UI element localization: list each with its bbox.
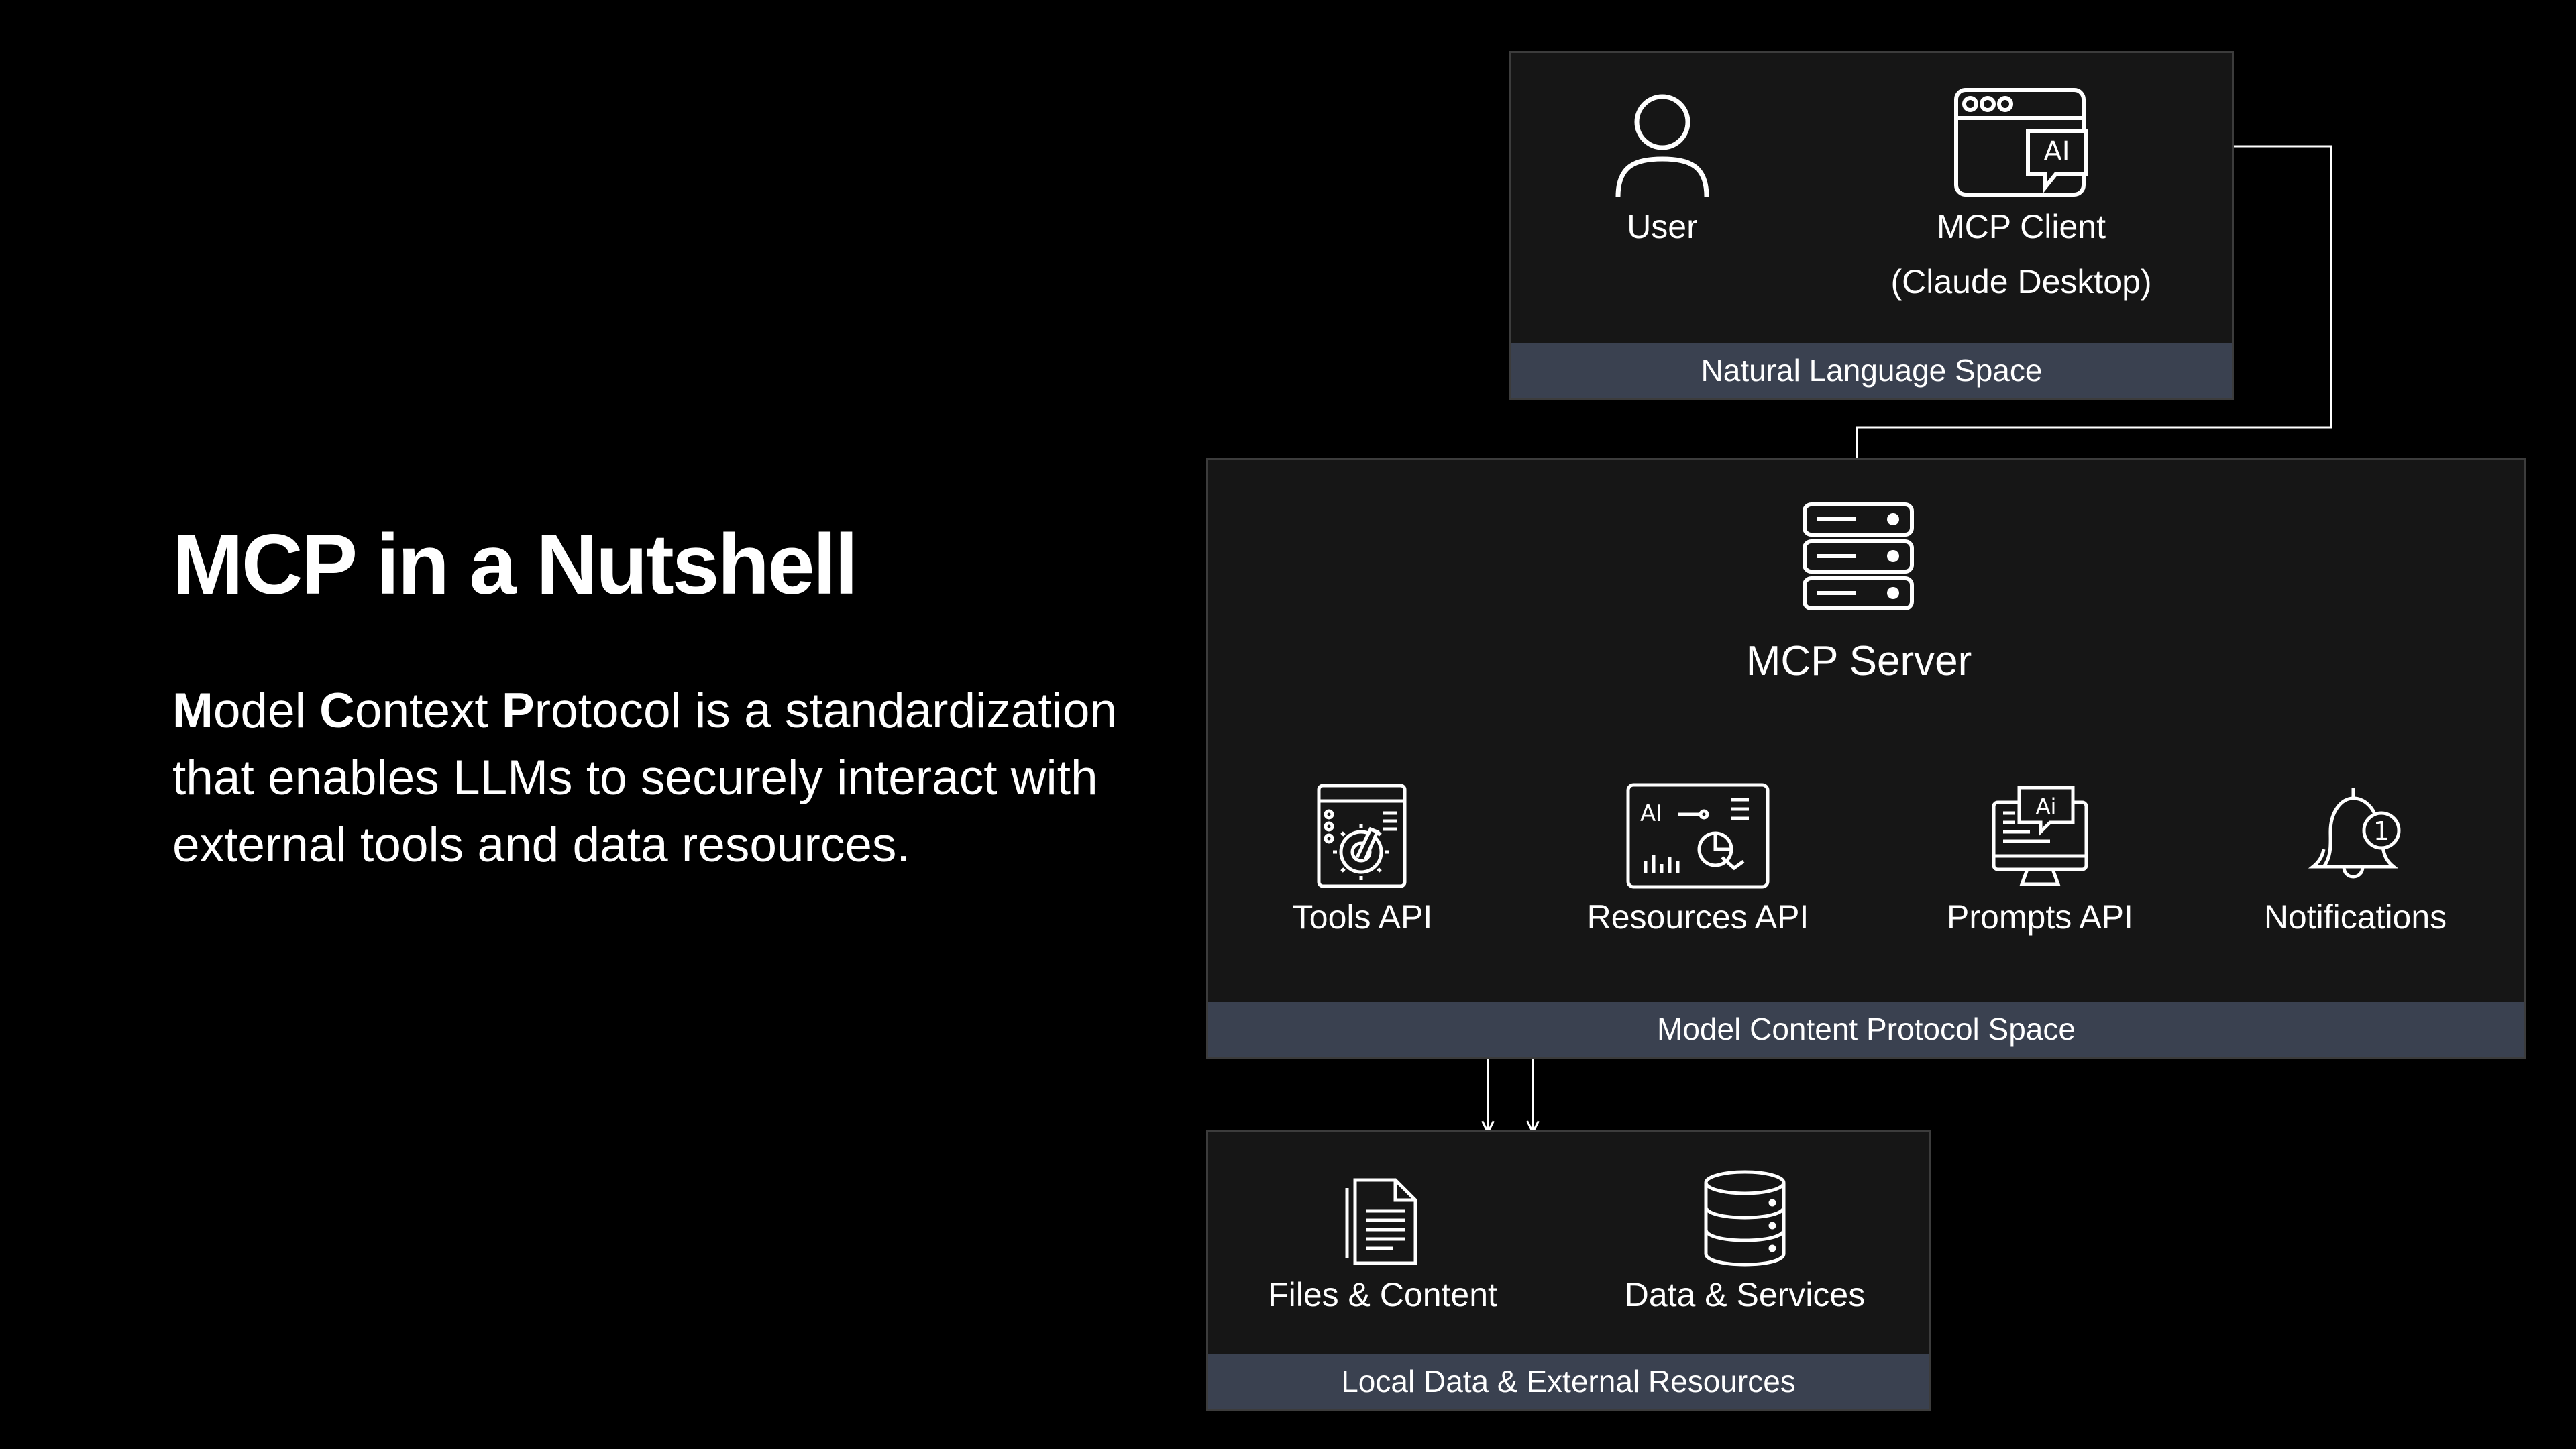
mcp-client-node: AI MCP Client (Claude Desktop) <box>1874 88 2169 309</box>
svg-text:Ai: Ai <box>2036 794 2057 819</box>
data-services-node: Data & Services <box>1611 1169 1879 1322</box>
resources-api-icon: AI <box>1626 783 1770 889</box>
local-resources-footer: Local Data & External Resources <box>1208 1354 1929 1409</box>
svg-text:AI: AI <box>2043 136 2070 167</box>
database-icon <box>1704 1170 1786 1267</box>
document-icon <box>1345 1178 1417 1265</box>
acronym-p: P <box>502 684 535 738</box>
user-node: User <box>1562 92 1763 254</box>
page-title: MCP in a Nutshell <box>172 517 858 612</box>
natural-language-footer: Natural Language Space <box>1511 343 2232 398</box>
acronym-m: M <box>172 684 213 738</box>
bell-notification-icon: 1 <box>2308 788 2401 879</box>
ai-browser-icon: AI <box>1954 88 2088 197</box>
prompts-api-icon: Ai <box>1992 786 2088 886</box>
resources-api-node: AI Resources API <box>1557 782 1839 945</box>
svg-text:AI: AI <box>1640 800 1662 827</box>
tools-api-node: Tools API <box>1248 782 1477 945</box>
local-resources-panel: Files & Content Data & Services Local Da… <box>1206 1130 1931 1411</box>
natural-language-panel: User AI MCP Client (Claude Desktop) Natu… <box>1509 51 2234 400</box>
notifications-label: Notifications <box>2263 898 2447 936</box>
data-services-label: Data & Services <box>1624 1276 1866 1313</box>
prompts-api-node: Ai Prompts API <box>1926 782 2154 945</box>
user-icon <box>1615 94 1709 197</box>
description: Model Context Protocol is a standardizat… <box>172 684 1118 872</box>
mcp-client-sublabel: (Claude Desktop) <box>1890 263 2152 301</box>
client-to-server-arrow <box>1857 145 2332 493</box>
tools-api-label: Tools API <box>1292 898 1433 936</box>
acronym-c: C <box>319 684 355 738</box>
files-content-node: Files & Content <box>1248 1169 1517 1322</box>
mcp-client-label: MCP Client <box>1937 208 2106 246</box>
prompts-api-label: Prompts API <box>1947 898 2133 936</box>
protocol-footer: Model Content Protocol Space <box>1208 1002 2524 1057</box>
files-content-label: Files & Content <box>1268 1276 1497 1313</box>
notifications-node: 1 Notifications <box>2241 782 2469 945</box>
user-label: User <box>1627 208 1698 246</box>
mcp-server-label: MCP Server <box>1746 638 1972 684</box>
server-icon <box>1803 502 1914 610</box>
svg-text:1: 1 <box>2373 816 2390 846</box>
resources-api-label: Resources API <box>1587 898 1809 936</box>
tools-api-icon <box>1317 784 1407 888</box>
protocol-panel: MCP Server Tools API AI Resources API <box>1206 458 2526 1059</box>
